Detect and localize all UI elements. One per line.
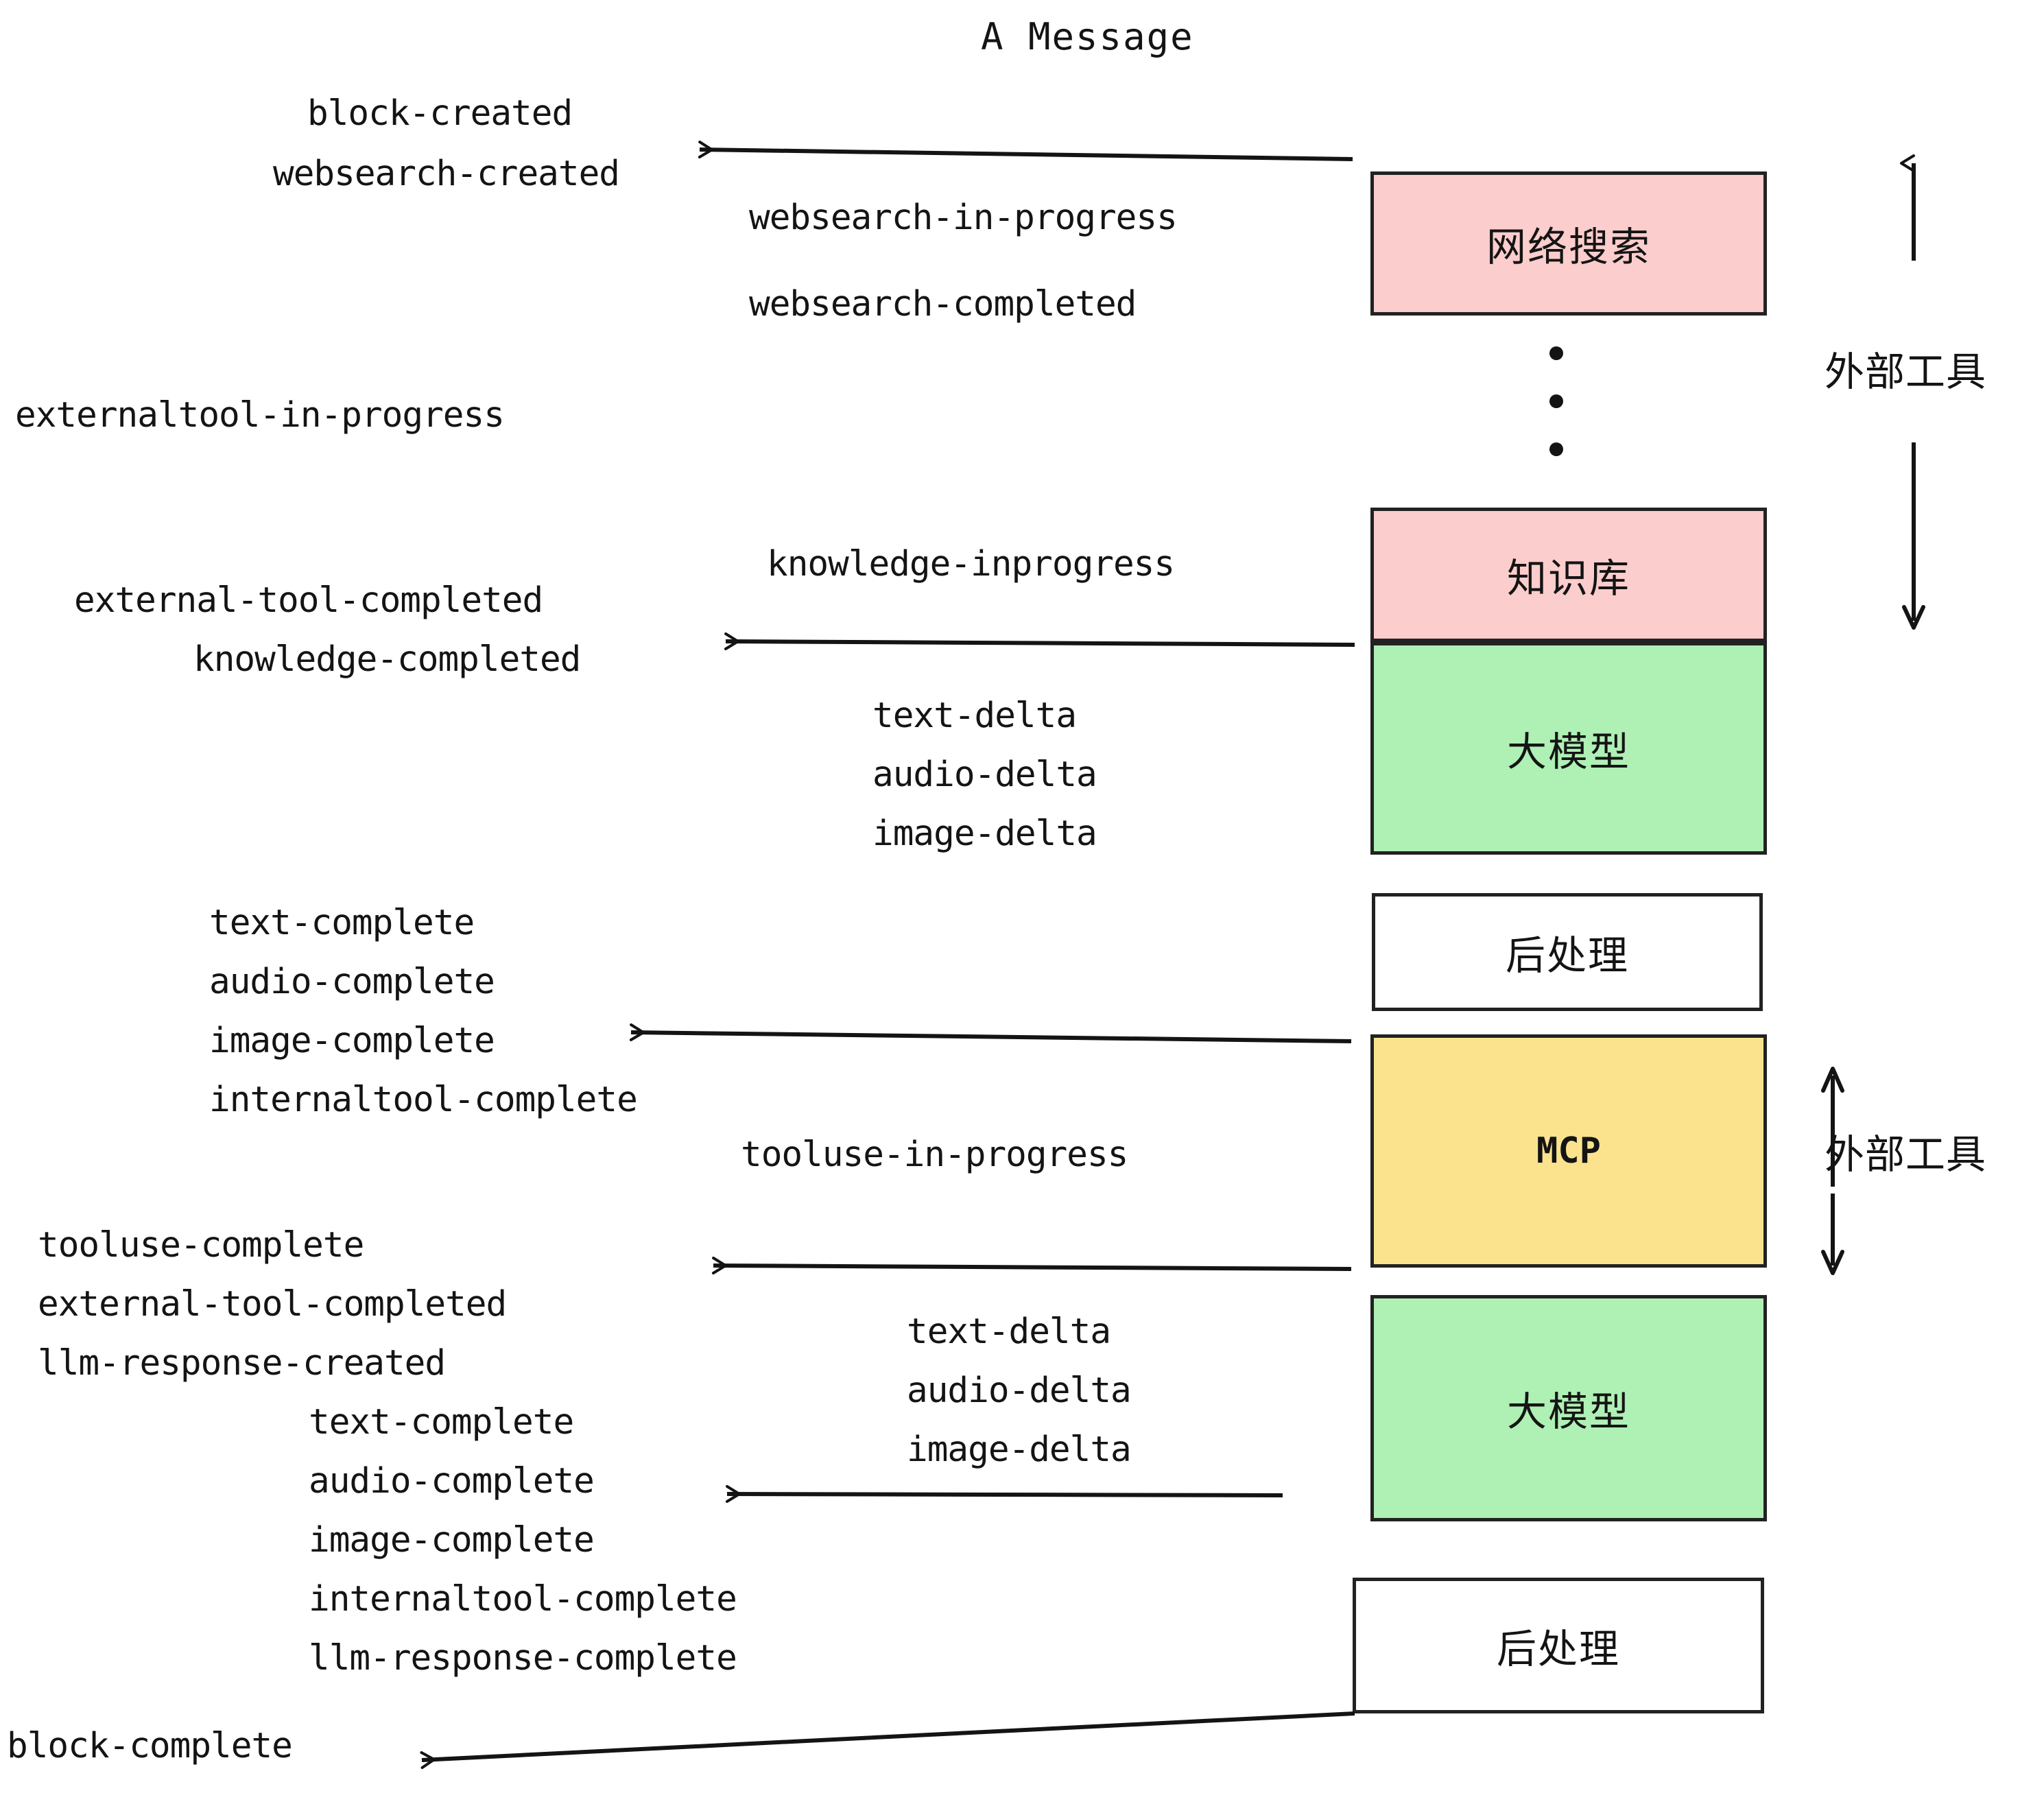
arrow-external-tools-down-lower (1821, 1194, 1844, 1275)
node-box-label: 大模型 (1506, 728, 1630, 775)
node-box-label: 知识库 (1506, 555, 1630, 602)
event-label-text-complete-2: text-complete (309, 1402, 574, 1443)
event-label-image-delta-1: image-delta (872, 814, 1097, 854)
event-label-text-complete-1: text-complete (209, 903, 475, 943)
event-label-image-complete-2: image-complete (309, 1520, 595, 1560)
event-label-tooluse-complete: tooluse-complete (38, 1225, 364, 1266)
ellipsis-dot (1549, 394, 1563, 408)
event-label-image-complete-1: image-complete (209, 1021, 495, 1061)
event-label-audio-delta-2: audio-delta (907, 1370, 1132, 1411)
event-label-externaltool-in-progress: externaltool-in-progress (15, 395, 505, 436)
event-label-block-created: block-created (307, 93, 573, 134)
arrow-audio-complete (725, 1485, 1283, 1503)
arrow-image-complete (629, 1023, 1352, 1043)
event-label-external-tool-completed-2: external-tool-completed (38, 1284, 507, 1325)
event-label-audio-complete-2: audio-complete (309, 1461, 595, 1502)
event-label-llm-response-created: llm-response-created (38, 1343, 446, 1384)
arrow-external-tools-down-upper-glyph (1902, 442, 1925, 630)
event-label-knowledge-inprogress: knowledge-inprogress (767, 544, 1175, 584)
event-label-text-delta-1: text-delta (872, 696, 1077, 736)
ellipsis-dot (1549, 442, 1563, 456)
node-box-mcp[interactable]: MCP (1370, 1034, 1767, 1268)
arrow-block-complete (420, 1711, 1355, 1769)
arrow-websearch-created (698, 141, 1353, 161)
event-label-text-delta-2: text-delta (907, 1312, 1111, 1352)
event-label-block-complete: block-complete (7, 1726, 293, 1766)
event-label-audio-delta-1: audio-delta (872, 755, 1097, 795)
event-label-internaltool-complete-1: internaltool-complete (209, 1080, 638, 1120)
node-box-llm-lower[interactable]: 大模型 (1370, 1295, 1767, 1521)
ellipsis-dots (1549, 346, 1564, 456)
node-box-knowledge-base[interactable]: 知识库 (1370, 508, 1767, 642)
side-label-external-tools-lower: 外部工具 (1825, 1131, 1987, 1178)
node-box-web-search[interactable]: 网络搜索 (1370, 171, 1767, 316)
event-label-image-delta-2: image-delta (907, 1429, 1132, 1470)
event-label-websearch-in-progress: websearch-in-progress (749, 198, 1178, 238)
node-box-postprocess-upper[interactable]: 后处理 (1372, 893, 1763, 1011)
event-label-internaltool-complete-2: internaltool-complete (309, 1579, 737, 1619)
event-label-external-tool-completed-1: external-tool-completed (74, 580, 543, 621)
node-box-label: 网络搜索 (1486, 224, 1651, 270)
event-label-websearch-completed: websearch-completed (749, 284, 1137, 324)
event-label-websearch-created: websearch-created (273, 154, 620, 194)
side-label-external-tools-upper: 外部工具 (1825, 348, 1987, 395)
node-box-llm-upper[interactable]: 大模型 (1370, 642, 1767, 855)
arrow-tooluse-complete (711, 1257, 1352, 1274)
arrow-knowledge-completed (724, 632, 1355, 650)
page-title: A Message (981, 15, 1194, 58)
event-label-llm-response-complete: llm-response-complete (309, 1638, 737, 1678)
node-box-postprocess-lower[interactable]: 后处理 (1353, 1578, 1764, 1713)
event-label-audio-complete-1: audio-complete (209, 962, 495, 1002)
event-label-knowledge-completed: knowledge-completed (193, 639, 581, 680)
node-box-label: 后处理 (1496, 1626, 1620, 1672)
event-label-tooluse-in-progress: tooluse-in-progress (741, 1135, 1128, 1175)
ellipsis-dot (1549, 346, 1563, 360)
node-box-label: 后处理 (1505, 932, 1629, 979)
node-box-label: 大模型 (1506, 1388, 1630, 1435)
node-box-label: MCP (1536, 1130, 1601, 1172)
